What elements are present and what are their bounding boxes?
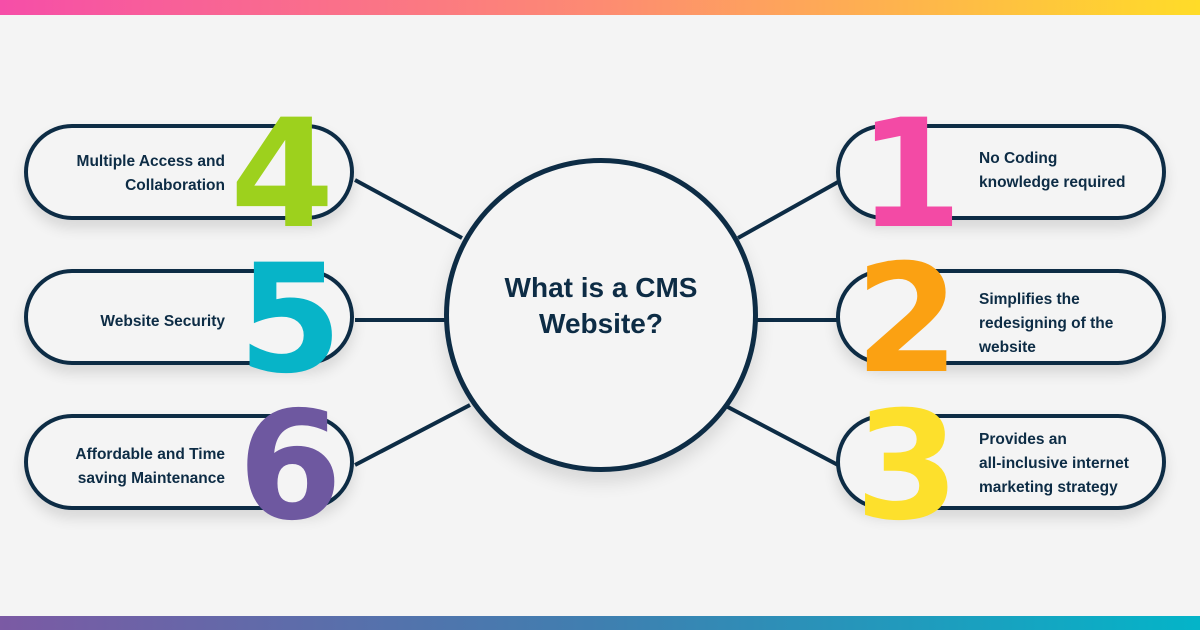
number-6: 6 bbox=[238, 380, 343, 554]
item-text-6: Affordable and Time saving Maintenance bbox=[75, 446, 225, 487]
center-title: What is a CMS Website? bbox=[504, 272, 698, 339]
item-text-5: Website Security bbox=[100, 313, 225, 330]
item-pill-3 bbox=[836, 414, 1166, 510]
number-5: 5 bbox=[238, 233, 343, 407]
number-4: 4 bbox=[230, 88, 335, 262]
item-text-2: Simplifies the redesigning of the websit… bbox=[979, 291, 1114, 356]
number-2: 2 bbox=[855, 233, 960, 407]
center-circle bbox=[444, 158, 758, 472]
item-text-1: No Coding knowledge required bbox=[979, 150, 1126, 191]
item-text-3: Provides an all-inclusive internet marke… bbox=[979, 431, 1129, 496]
top-gradient-bar bbox=[0, 0, 1200, 15]
item-pill-2 bbox=[836, 269, 1166, 365]
number-1: 1 bbox=[858, 88, 963, 262]
item-pill-4 bbox=[24, 124, 354, 220]
item-pill-6 bbox=[24, 414, 354, 510]
item-text-4: Multiple Access and Collaboration bbox=[76, 153, 225, 194]
bottom-gradient-bar bbox=[0, 616, 1200, 630]
item-pill-1 bbox=[836, 124, 1166, 220]
number-3: 3 bbox=[855, 380, 960, 554]
item-pill-5 bbox=[24, 269, 354, 365]
